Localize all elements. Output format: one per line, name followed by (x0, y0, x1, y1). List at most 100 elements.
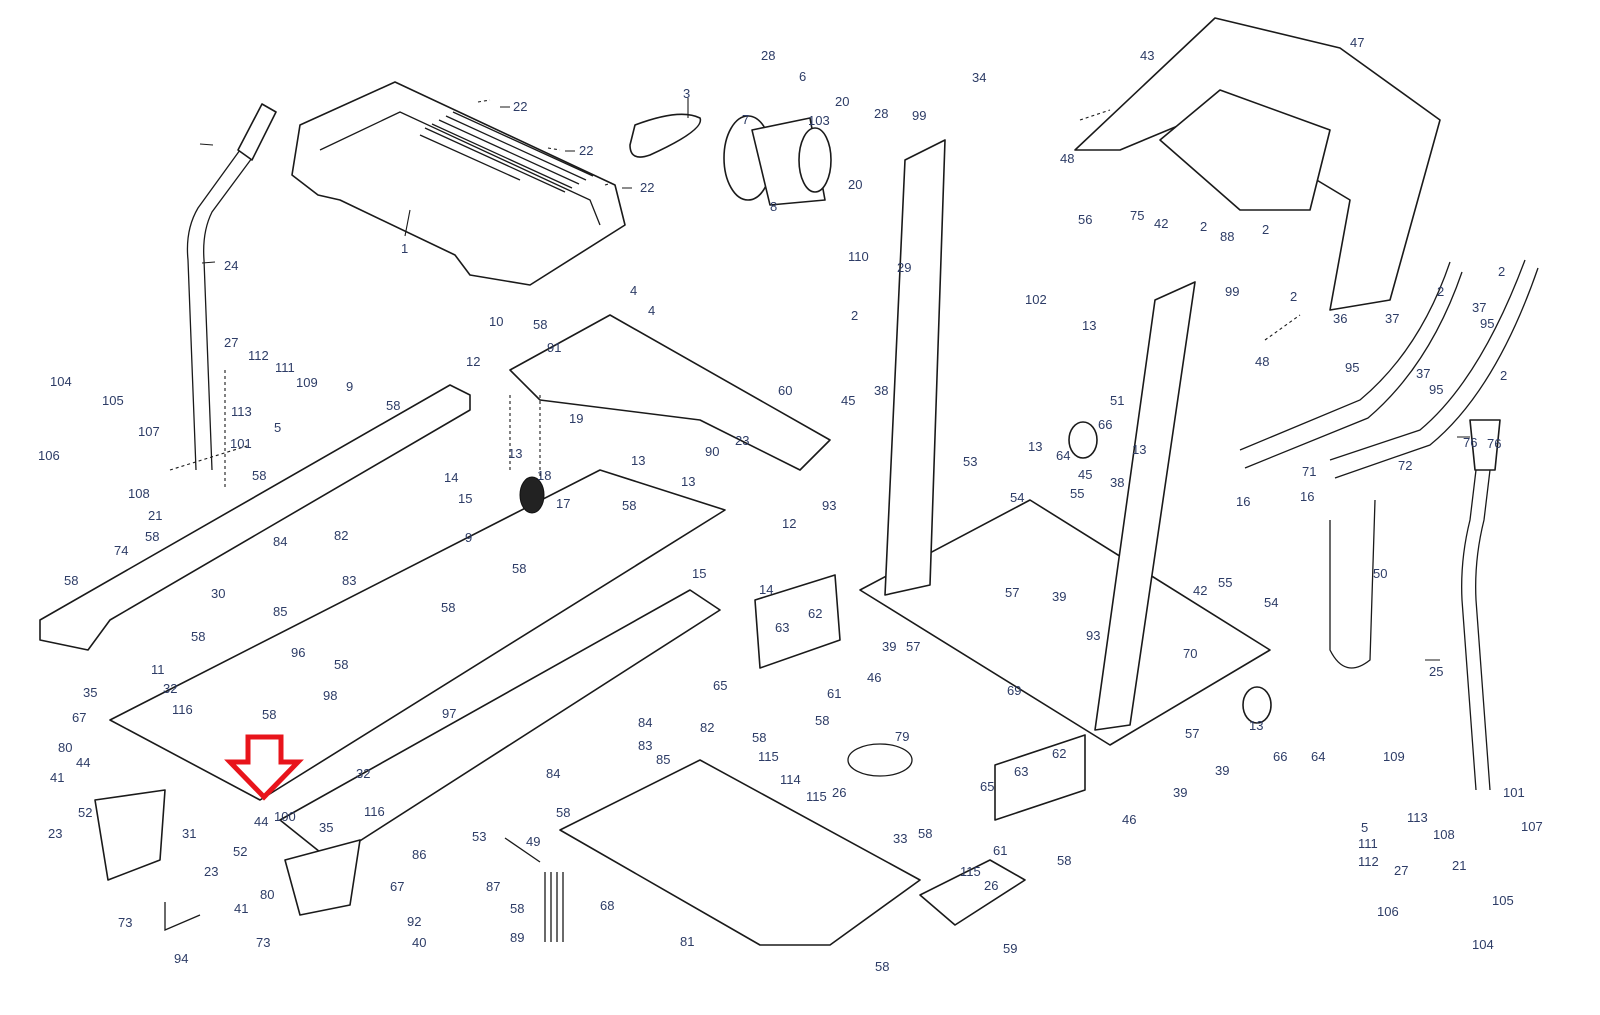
highlight-arrow-down (224, 734, 304, 801)
callouts: 1 22 22 22 3 7 8 28 6 103 20 20 28 99 34… (38, 35, 1543, 974)
callout-44: 44 (76, 755, 90, 770)
callout-4: 4 (648, 303, 655, 318)
callout-99: 99 (912, 108, 926, 123)
callout-109: 109 (296, 375, 318, 390)
callout-84: 84 (273, 534, 287, 549)
callout-92: 92 (407, 914, 421, 929)
callout-58: 58 (145, 529, 159, 544)
callout-22: 22 (513, 99, 527, 114)
callout-99: 99 (1225, 284, 1239, 299)
callout-38: 38 (1110, 475, 1124, 490)
callout-2: 2 (1290, 289, 1297, 304)
callout-23: 23 (735, 433, 749, 448)
callout-58: 58 (64, 573, 78, 588)
callout-58: 58 (1057, 853, 1071, 868)
callout-12: 12 (782, 516, 796, 531)
callout-85: 85 (656, 752, 670, 767)
callout-16: 16 (1300, 489, 1314, 504)
callout-103: 103 (808, 113, 830, 128)
callout-2: 2 (1498, 264, 1505, 279)
callout-58: 58 (510, 901, 524, 916)
callout-112: 112 (248, 348, 269, 363)
callout-51: 51 (1110, 393, 1124, 408)
part-allen-wrench (164, 902, 201, 931)
callout-2: 2 (1200, 219, 1207, 234)
callout-116: 116 (364, 804, 385, 819)
callout-80: 80 (58, 740, 72, 755)
callout-58: 58 (262, 707, 276, 722)
callout-42: 42 (1193, 583, 1207, 598)
callout-45: 45 (841, 393, 855, 408)
callout-13: 13 (1082, 318, 1096, 333)
callout-28: 28 (874, 106, 888, 121)
callout-35: 35 (83, 685, 97, 700)
callout-5: 5 (1361, 820, 1368, 835)
callout-58: 58 (556, 805, 570, 820)
part-motor-hood (291, 81, 626, 286)
callout-115: 115 (758, 749, 779, 764)
callout-19: 19 (569, 411, 583, 426)
callout-20: 20 (835, 94, 849, 109)
callout-53: 53 (963, 454, 977, 469)
part-grip-right (1469, 419, 1501, 471)
part-handrail-right (1329, 259, 1539, 479)
part-power-cord (847, 743, 913, 777)
part-wheel-66a (1068, 421, 1098, 459)
callout-105: 105 (102, 393, 124, 408)
part-left-upright (186, 149, 253, 471)
callout-39: 39 (1215, 763, 1229, 778)
callout-39: 39 (1173, 785, 1187, 800)
callout-71: 71 (1302, 464, 1316, 479)
callout-63: 63 (775, 620, 789, 635)
callout-75: 75 (1130, 208, 1144, 223)
callout-108: 108 (128, 486, 150, 501)
callout-21: 21 (1452, 858, 1466, 873)
callout-38: 38 (874, 383, 888, 398)
callout-1: 1 (401, 241, 408, 256)
callout-83: 83 (342, 573, 356, 588)
callout-58: 58 (386, 398, 400, 413)
part-deck (109, 469, 726, 801)
callout-48: 48 (1060, 151, 1074, 166)
callout-73: 73 (256, 935, 270, 950)
callout-49: 49 (526, 834, 540, 849)
line-art (39, 17, 1539, 946)
part-handrail-left (1239, 261, 1463, 469)
callout-17: 17 (556, 496, 570, 511)
callout-76: 76 (1487, 436, 1501, 451)
callout-95: 95 (1345, 360, 1359, 375)
callout-95: 95 (1429, 382, 1443, 397)
callout-57: 57 (1005, 585, 1019, 600)
callout-62: 62 (1052, 746, 1066, 761)
part-upright-left (884, 139, 946, 596)
callout-62: 62 (808, 606, 822, 621)
callout-114: 114 (780, 772, 801, 787)
callout-53: 53 (472, 829, 486, 844)
callout-93: 93 (1086, 628, 1100, 643)
part-grip-left (237, 103, 277, 161)
callout-29: 29 (897, 260, 911, 275)
callout-14: 14 (759, 582, 773, 597)
callout-84: 84 (638, 715, 652, 730)
callout-109: 109 (1383, 749, 1405, 764)
callout-52: 52 (78, 805, 92, 820)
callout-16: 16 (1236, 494, 1250, 509)
callout-43: 43 (1140, 48, 1154, 63)
callout-5: 5 (274, 420, 281, 435)
callout-58: 58 (334, 657, 348, 672)
callout-97: 97 (442, 706, 456, 721)
callout-76: 76 (1463, 435, 1477, 450)
part-bolts-68 (544, 872, 564, 942)
callout-21: 21 (148, 508, 162, 523)
callout-24: 24 (224, 258, 238, 273)
callout-91: 91 (547, 340, 561, 355)
part-end-cap-right (284, 839, 361, 916)
part-lower-tray (559, 759, 921, 946)
callout-13: 13 (1249, 718, 1263, 733)
callout-42: 42 (1154, 216, 1168, 231)
callout-27: 27 (1394, 863, 1408, 878)
callout-39: 39 (1052, 589, 1066, 604)
callout-2: 2 (1500, 368, 1507, 383)
callout-37: 37 (1472, 300, 1486, 315)
callout-7: 7 (742, 112, 749, 127)
